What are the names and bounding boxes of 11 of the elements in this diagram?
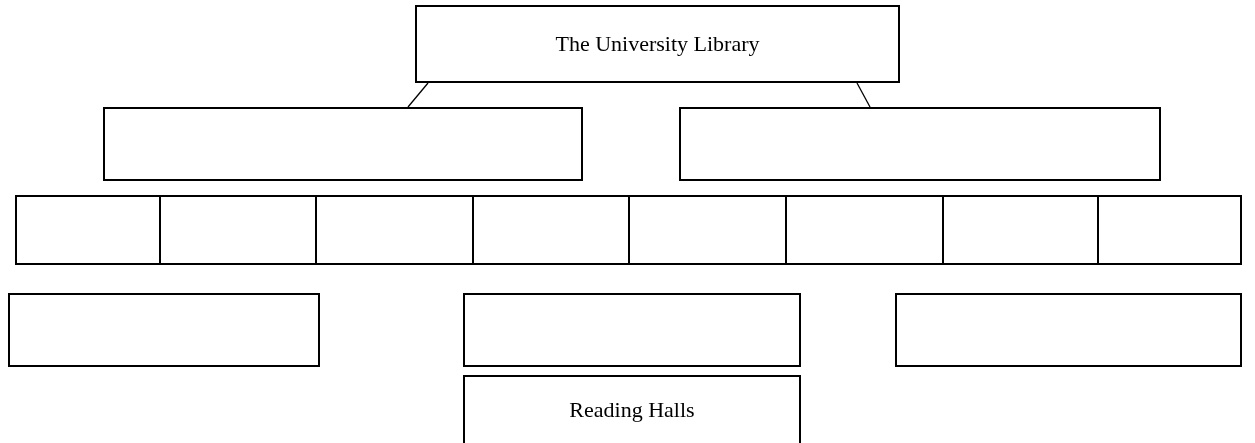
- empty-box: [103, 107, 583, 181]
- box-label: The University Library: [555, 31, 760, 57]
- connector-line: [856, 82, 871, 108]
- empty-box: [679, 107, 1161, 181]
- org-box: [415, 5, 900, 83]
- org-box: [463, 375, 801, 443]
- connector-line: [407, 82, 429, 108]
- empty-box: [463, 293, 801, 367]
- empty-box: [895, 293, 1242, 367]
- box-label: Reading Halls: [569, 397, 695, 423]
- empty-box: [8, 293, 320, 367]
